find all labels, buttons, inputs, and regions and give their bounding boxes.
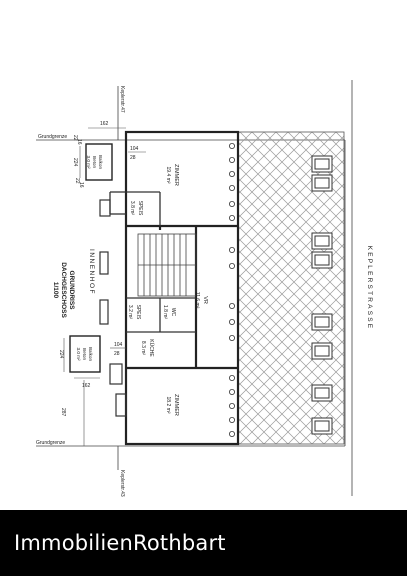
dim-top-b: 16 bbox=[76, 139, 82, 145]
title-line: DACHGESCHOSS bbox=[60, 262, 67, 318]
balcony-label-1: Balkon Beton 3.0 m² bbox=[86, 155, 103, 169]
balcony-area: 3.0 m² bbox=[86, 155, 91, 168]
brand-name: ImmobilienRothbart bbox=[14, 531, 226, 555]
street-label: KEPLERSTRASSE bbox=[366, 246, 373, 331]
dim-door-top-w: 104 bbox=[130, 146, 139, 152]
walls bbox=[124, 130, 240, 446]
wall-recesses bbox=[99, 199, 127, 417]
balconies bbox=[69, 143, 113, 373]
title-line: 1/100 bbox=[52, 282, 59, 299]
room-name: WC bbox=[170, 308, 176, 317]
wall-openings bbox=[228, 142, 235, 437]
balcony-line: Beton bbox=[92, 156, 97, 168]
room-label-speis-2: SPEIS 3.2 m² bbox=[127, 305, 141, 320]
dim-door-top-h: 28 bbox=[130, 155, 136, 161]
dim-bot-width: 162 bbox=[82, 383, 91, 389]
plan-title: GRUNDRISS DACHGESCHOSS 1/100 bbox=[52, 262, 75, 318]
room-label-kueche: KÜCHE 8.3 m² bbox=[140, 339, 155, 357]
room-area: 18.2 m² bbox=[165, 397, 171, 414]
boundary-label-bottom: Grundgrenze bbox=[36, 440, 65, 446]
courtyard-label: INNENHOF bbox=[88, 249, 95, 295]
dim-top-depth: 224 bbox=[72, 158, 78, 167]
dim-top-c: 22 bbox=[74, 178, 80, 184]
room-label-zimmer-1: ZIMMER 19.4 m² bbox=[165, 164, 179, 186]
boundary-label-top: Grundgrenze bbox=[38, 134, 67, 140]
room-name: VR bbox=[202, 296, 208, 304]
room-label-speis-1: SPEIS 3.8 m² bbox=[129, 201, 143, 216]
balcony-line: Balkon bbox=[98, 155, 103, 169]
room-label-vr: VR 11.6 m² bbox=[194, 292, 208, 309]
brand-banner: ImmobilienRothbart bbox=[0, 510, 407, 576]
balcony-area: 3.0 m² bbox=[76, 347, 81, 360]
skylights bbox=[311, 155, 333, 435]
dim-bot-offset: 287 bbox=[60, 408, 66, 417]
room-area: 3.8 m² bbox=[129, 201, 135, 216]
dimension-lines bbox=[63, 127, 146, 446]
dim-bot-depth: 224 bbox=[58, 350, 64, 359]
room-area: 19.4 m² bbox=[165, 167, 171, 184]
room-label-zimmer-2: ZIMMER 18.2 m² bbox=[165, 394, 179, 416]
dim-top-a: 22 bbox=[72, 135, 78, 141]
dim-door-bot-w: 104 bbox=[114, 342, 123, 348]
dim-top-width: 162 bbox=[100, 121, 109, 127]
room-area: 8.3 m² bbox=[140, 341, 146, 356]
inner-walls bbox=[109, 191, 196, 333]
room-name: SPEIS bbox=[137, 201, 143, 216]
neighbor-label-top: Keplerstr.47 bbox=[119, 86, 125, 113]
room-name: SPEIS bbox=[135, 305, 141, 320]
room-name: ZIMMER bbox=[173, 394, 179, 416]
room-area: 11.6 m² bbox=[194, 292, 200, 309]
room-name: ZIMMER bbox=[173, 164, 179, 186]
room-label-wc: WC 1.8 m² bbox=[162, 305, 176, 320]
balcony-label-2: Balkon Beton 3.0 m² bbox=[76, 347, 93, 361]
floor-plan: ZIMMER 19.4 m² SPEIS 3.8 m² VR 11.6 m² W… bbox=[36, 80, 373, 497]
neighbor-label-bottom: Keplerstr.43 bbox=[119, 470, 125, 497]
dim-top-d: 16 bbox=[78, 182, 84, 188]
room-area: 3.2 m² bbox=[127, 305, 133, 320]
balcony-line: Balkon bbox=[88, 347, 93, 361]
room-name: KÜCHE bbox=[148, 339, 155, 357]
room-area: 1.8 m² bbox=[162, 305, 168, 320]
dimension-labels: 162 22 16 224 22 16 104 28 104 28 224 16… bbox=[58, 121, 139, 417]
staircase bbox=[137, 233, 197, 297]
title-line: GRUNDRISS bbox=[68, 270, 75, 310]
dim-door-bot-h: 28 bbox=[114, 351, 120, 357]
balcony-line: Beton bbox=[82, 348, 87, 360]
